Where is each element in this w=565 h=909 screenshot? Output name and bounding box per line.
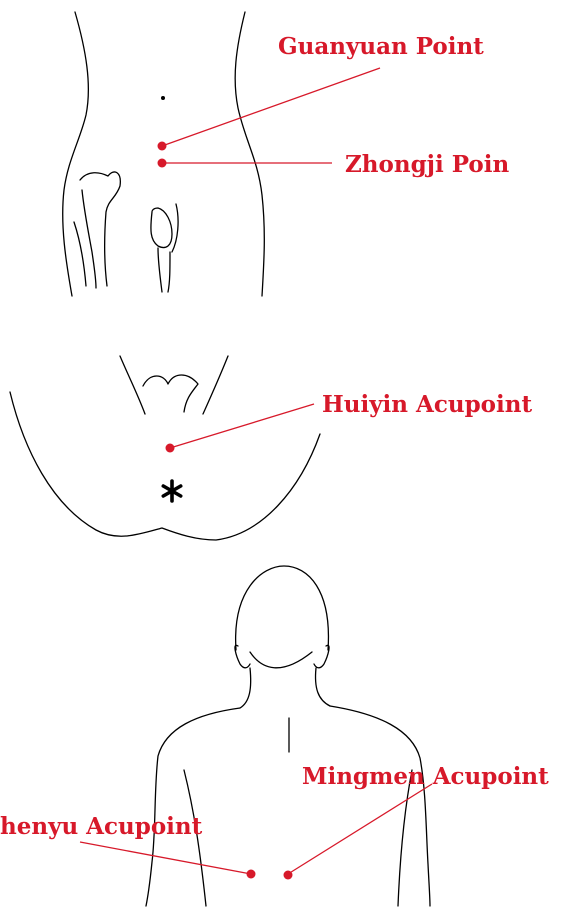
huiyin-label: Huiyin Acupoint <box>322 391 532 418</box>
buttock-outline <box>10 392 320 540</box>
neck-right <box>316 668 330 706</box>
left-hip-bone <box>80 172 120 286</box>
guanyuan-label: Guanyuan Point <box>278 33 484 60</box>
navel-dot <box>161 96 165 100</box>
zhongji-label: Zhongji Poin <box>345 151 509 178</box>
left-ear <box>235 645 250 667</box>
pelvic-crease <box>74 222 86 286</box>
genital-curve <box>143 375 198 412</box>
shoulder-left <box>146 708 240 906</box>
genital-outline <box>151 204 178 292</box>
huiyin-leader <box>170 404 314 448</box>
front-abdomen-figure <box>63 12 265 296</box>
mingmen-leader <box>288 784 432 874</box>
perineum-figure <box>10 356 320 540</box>
anus-asterisk <box>163 481 180 501</box>
zhongji-point-dot <box>158 159 167 168</box>
shenyu-leader <box>80 842 251 874</box>
back-figure <box>146 566 430 906</box>
huiyin-point-dot <box>166 444 175 453</box>
thigh-left-upper <box>120 356 145 414</box>
shenyu-label: henyu Acupoint <box>0 813 203 840</box>
arm-inner-right <box>398 770 412 906</box>
torso-left-outline <box>63 12 89 296</box>
shoulder-right <box>330 706 430 906</box>
torso-right-outline <box>235 12 264 296</box>
shenyu-point-dot <box>247 870 256 879</box>
thigh-right-upper <box>203 356 228 414</box>
hair-line <box>250 652 312 668</box>
head-outline <box>236 566 329 650</box>
guanyuan-leader <box>162 68 380 146</box>
mingmen-point-dot <box>284 871 293 880</box>
guanyuan-point-dot <box>158 142 167 151</box>
mingmen-label: Mingmen Acupoint <box>302 763 549 790</box>
neck-left <box>240 668 251 708</box>
right-ear <box>314 645 329 667</box>
